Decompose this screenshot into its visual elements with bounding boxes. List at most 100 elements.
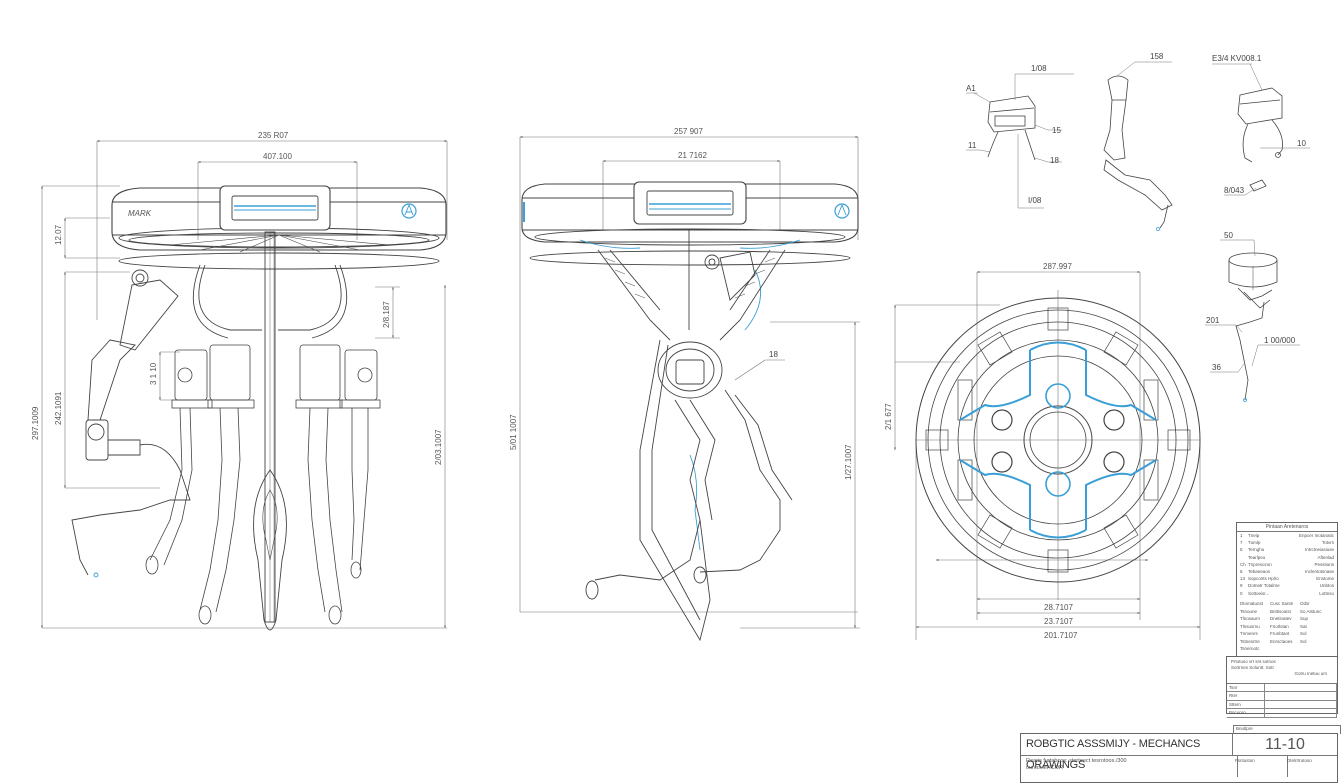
dim-top-left-height: 2/1 677 xyxy=(884,403,893,430)
part-no: 0 xyxy=(1240,590,1243,596)
revision-row-label: Tsnr xyxy=(1227,684,1265,693)
revision-row-label: Sttem xyxy=(1227,700,1265,710)
revision-text-line: Sortrnes Soluntt. Sotr xyxy=(1231,665,1275,670)
revision-block: Prtotuso vrt snt sotnos Sortrnes Soluntt… xyxy=(1226,656,1338,718)
callout-100-000: 1 00/000 xyxy=(1264,336,1296,345)
revision-row-value xyxy=(1265,700,1337,710)
notes-row: Tsnernotc xyxy=(1237,645,1337,653)
part-name: Dotnetr Totalme xyxy=(1248,583,1280,589)
notes-row: Tsnoune Bnttisoutsr So Atstunc xyxy=(1237,608,1337,616)
notes-cell: Fnotlotan xyxy=(1270,623,1289,629)
dim-front-ring-height: 12.07 xyxy=(54,224,63,245)
notes-cell xyxy=(1300,645,1330,653)
parts-list-header: Pintaan Aretenaros xyxy=(1237,523,1337,532)
side-view xyxy=(519,136,860,642)
notes-cell: Dtomatunst xyxy=(1240,601,1264,606)
notes-cell: Tlnosaurn xyxy=(1240,616,1261,621)
dim-side-hub-width: 21 7162 xyxy=(678,151,707,160)
part-desc: Enstome xyxy=(1316,576,1334,582)
part-name: Tumlp xyxy=(1248,540,1261,546)
notes-cell: Tstnesrtre xyxy=(1240,638,1260,644)
notes-cell: Sup xyxy=(1300,616,1309,621)
dim-top-mid-width: 23.7107 xyxy=(1044,617,1073,626)
callout-36: 36 xyxy=(1212,363,1221,372)
dim-front-left-overall-height: 297.1009 xyxy=(31,406,40,440)
part-no: 13 xyxy=(1240,576,1246,582)
drawing-title: ROBGTIC ASSSMIJY - MECHANCS ORAWINGS xyxy=(1021,734,1233,771)
part-no: Ch xyxy=(1240,561,1246,567)
part-no: 9 xyxy=(1240,583,1243,589)
dim-front-left-inner-height: 242.1091 xyxy=(54,391,63,425)
callout-158: 158 xyxy=(1150,52,1164,61)
revision-row-value xyxy=(1265,692,1337,701)
top-view xyxy=(894,271,1201,640)
notes-cell: Sat xyxy=(1300,623,1307,629)
subtitle-line: Rearis furtabcos: storteect tesrotoos./3… xyxy=(1026,758,1127,764)
drawing-subtitle: Rearis furtabcos: storteect tesrotoos./3… xyxy=(1021,756,1238,777)
revision-text-right: Gotru Inetuu um xyxy=(1294,671,1327,676)
notes-cell xyxy=(1270,645,1300,653)
part-desc: Enpcer Inotanatic xyxy=(1298,533,1334,538)
part-name: Tneip xyxy=(1248,533,1260,538)
dim-front-right-overall-height: 2/03.1007 xyxy=(434,429,443,465)
callout-201: 201 xyxy=(1206,316,1220,325)
sheet-number: 11-10 xyxy=(1233,734,1337,756)
part-desc: Intrctneiasiuse xyxy=(1304,547,1334,553)
callout-a1: A1 xyxy=(966,84,976,93)
detail-actuator-arm xyxy=(1205,239,1300,402)
notes-cell: Bnttisoutsr xyxy=(1270,608,1292,614)
callout-1-08: 1/08 xyxy=(1031,64,1047,73)
part-no: 7 xyxy=(1240,540,1243,546)
notes-cell: Cusc Santn xyxy=(1270,601,1294,606)
notes-cell: Tsnoune xyxy=(1240,608,1258,614)
title-cell-b: Dtelrrtrutoso xyxy=(1287,758,1312,763)
detail-arm-segment xyxy=(1103,61,1173,231)
callout-8-043: 8/043 xyxy=(1224,186,1245,195)
part-desc: Pesstions xyxy=(1314,561,1334,567)
dim-side-left-height: 5/01 1007 xyxy=(509,414,518,450)
callout-10: 10 xyxy=(1297,139,1306,148)
notes-cell: Tlnsusrnu xyxy=(1240,623,1260,629)
notes-cell: So Atstunc xyxy=(1300,608,1322,614)
dim-top-overall-width: 201.7107 xyxy=(1044,631,1078,640)
revision-row-label: Rter xyxy=(1227,692,1265,701)
part-name: Ternghu xyxy=(1248,547,1265,553)
callout-side-18: 18 xyxy=(769,350,778,359)
part-desc: Aftenlad xyxy=(1317,554,1334,560)
sheet-label: Bnutlpre xyxy=(1233,725,1341,734)
callout-i-08: I/08 xyxy=(1028,196,1042,205)
part-name: Sopconts Hplro xyxy=(1248,576,1279,582)
part-desc: Unbtos xyxy=(1319,583,1334,589)
dim-front-right-small-height: 2/8.187 xyxy=(382,301,391,328)
detail-gripper-a xyxy=(966,73,1074,209)
dim-top-inner-width: 28.7107 xyxy=(1044,603,1073,612)
parts-list-row: 6 Tebaneaos Inclentotsnase xyxy=(1237,568,1337,575)
title-block: Bnutlpre ROBGTIC ASSSMIJY - MECHANCS ORA… xyxy=(1020,725,1341,783)
notes-row: Tlnosaurn Dnetinatev Sup xyxy=(1237,615,1337,623)
part-no: 6 xyxy=(1240,569,1243,575)
callout-50: 50 xyxy=(1224,231,1233,240)
callout-11: 11 xyxy=(968,141,977,150)
notes-cell: Enrsctaoes xyxy=(1270,638,1293,644)
subtitle-line: ourcovieHCOR xyxy=(1026,765,1063,771)
notes-cell: Tsnernotc xyxy=(1240,646,1260,651)
revision-row-value xyxy=(1265,709,1337,718)
dim-top-width: 287.997 xyxy=(1043,262,1072,271)
notes-cell: Dnetinatev xyxy=(1270,616,1292,621)
parts-list-row: 9 Dotnetr Totalme Unbtos xyxy=(1237,582,1337,589)
callout-e3-4-kv008: E3/4 KV008.1 xyxy=(1212,54,1262,63)
part-name: Tebaneaos xyxy=(1248,569,1271,575)
title-cell-a: Fsntuston xyxy=(1233,756,1288,777)
part-desc: Inclentotsnase xyxy=(1304,569,1334,575)
brand-mark: MARK xyxy=(128,209,152,218)
part-name: Tearlpeo xyxy=(1248,554,1266,560)
